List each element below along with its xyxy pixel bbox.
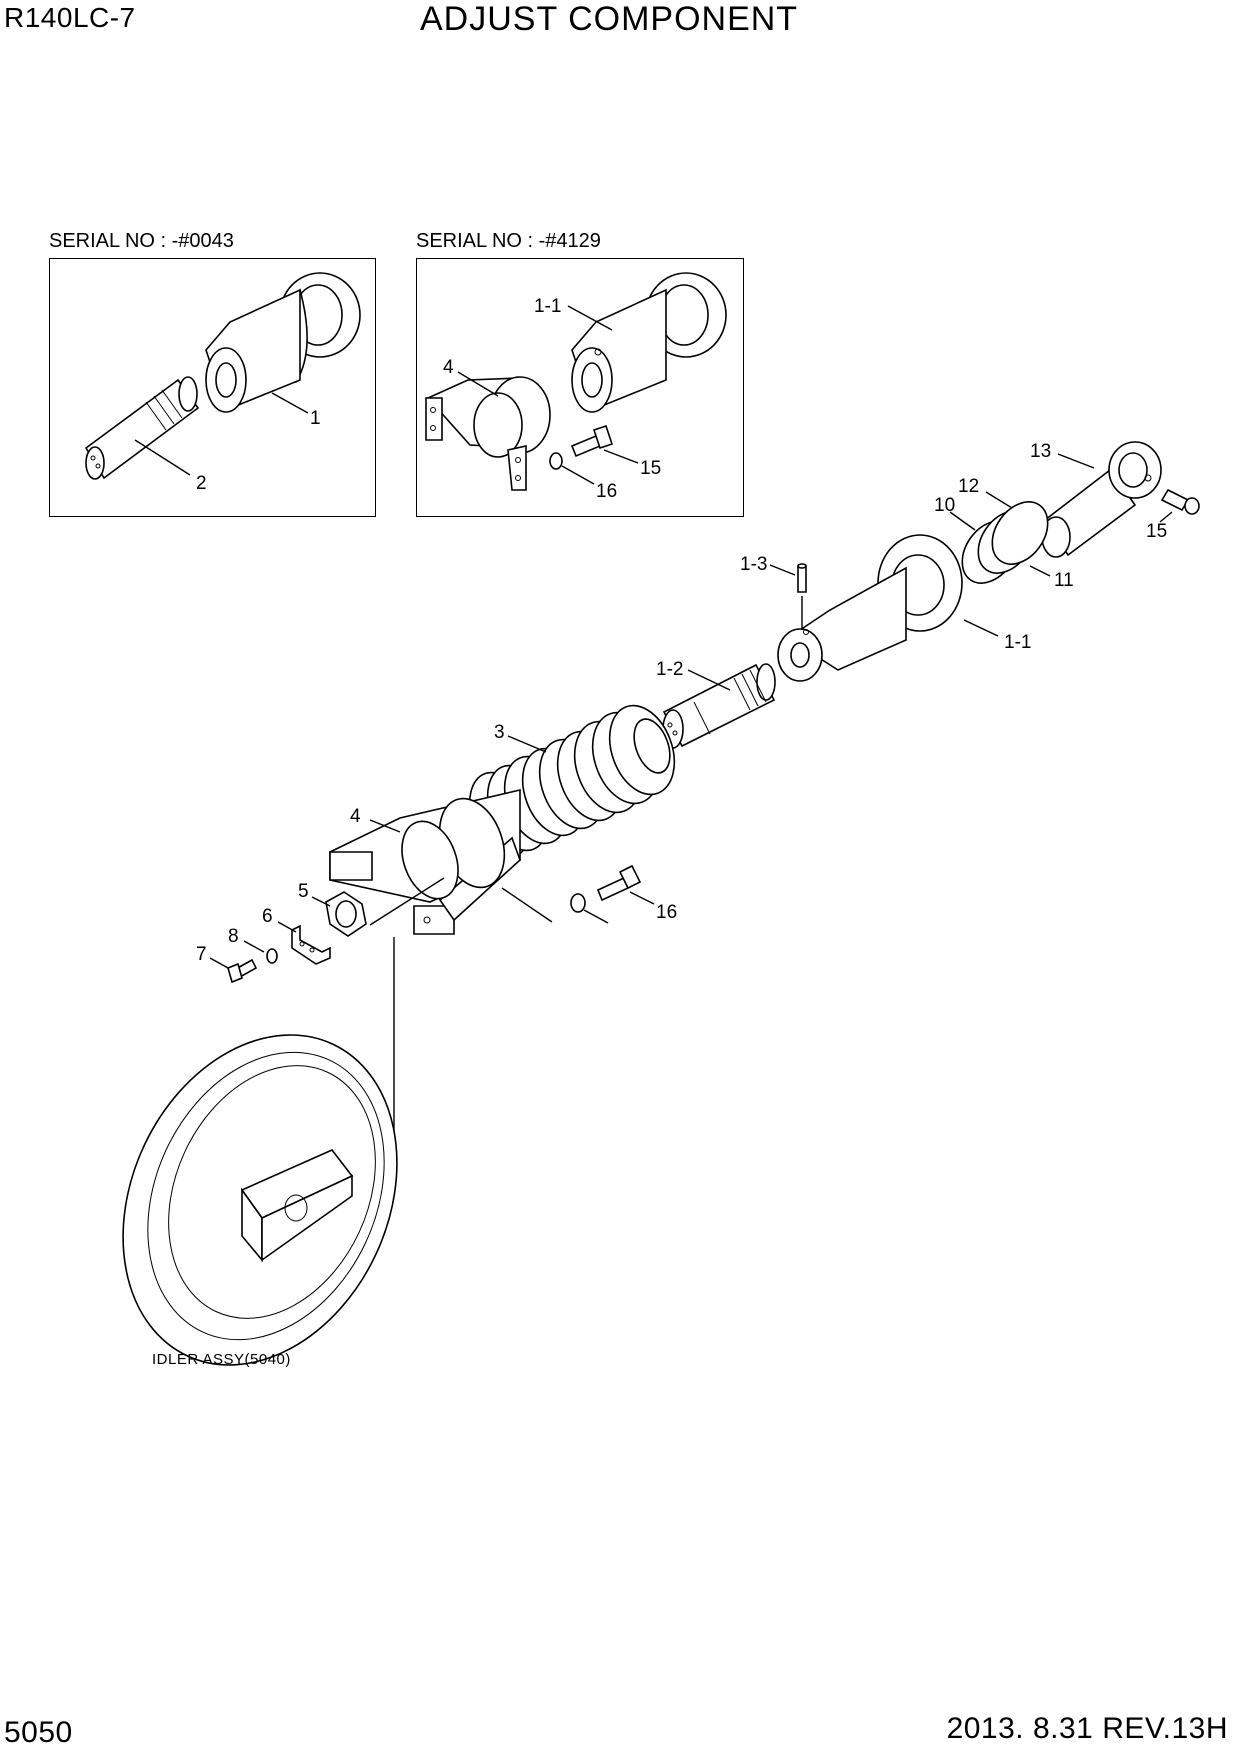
idler-wheel <box>122 1034 398 1366</box>
callout-13: 15 <box>1146 521 1167 542</box>
part-15-bolt <box>596 864 642 902</box>
inset-b-part-16-washer <box>549 452 563 470</box>
callout-1-3: 1-3 <box>740 554 767 575</box>
part-5-nut <box>325 891 367 937</box>
inset-a-serial: SERIAL NO : -#0043 <box>49 230 234 252</box>
callout-inset-b-15: 15 <box>640 458 661 479</box>
callout-5: 5 <box>298 881 309 902</box>
part-1-3-pin <box>797 563 807 593</box>
callout-15: 16 <box>656 902 677 923</box>
revision-date: 2013. 8.31 REV.13H <box>946 1712 1228 1745</box>
callout-3: 3 <box>494 722 505 743</box>
model-name: R140LC-7 <box>4 2 136 33</box>
inset-b-part-4 <box>425 376 551 491</box>
callout-11: 12 <box>958 476 979 497</box>
part-16-washer <box>570 893 586 913</box>
callout-4: 4 <box>350 806 361 827</box>
idler-assy-label: IDLER ASSY(5040) <box>152 1351 291 1368</box>
inset-a-frame <box>49 258 376 517</box>
callout-9: 10 <box>934 495 955 516</box>
callout-12: 13 <box>1030 441 1051 462</box>
callout-10: 11 <box>1054 570 1074 591</box>
part-1-1-cylinder <box>777 534 963 682</box>
part-8-washer <box>266 948 278 964</box>
inset-b-part-1-1 <box>571 272 727 413</box>
page-title: ADJUST COMPONENT <box>420 0 799 38</box>
callout-8: 8 <box>228 926 239 947</box>
callout-inset-b-1-1: 1-1 <box>534 296 561 317</box>
inset-a-part-2 <box>84 376 200 480</box>
inset-b-frame <box>416 258 744 517</box>
callout-7: 7 <box>196 944 207 965</box>
callout-inset-a-2: 2 <box>196 473 207 494</box>
part-12-grease-cylinder <box>1041 441 1162 558</box>
part-13-grease-valve <box>1160 488 1200 515</box>
callout-inset-b-16: 16 <box>596 481 617 502</box>
inset-a-part-1 <box>205 272 361 413</box>
page-number: 5050 <box>4 1716 73 1749</box>
part-4-yoke <box>329 788 521 935</box>
inset-b-part-15-bolt <box>570 424 614 458</box>
inset-b-serial: SERIAL NO : -#4129 <box>416 230 601 252</box>
callout-inset-b-4: 4 <box>443 357 454 378</box>
part-6-lock-plate <box>291 924 331 965</box>
callout-1-2: 1-2 <box>656 659 683 680</box>
callout-6: 6 <box>262 906 273 927</box>
part-11-ring <box>991 501 1049 565</box>
callout-1-1: 1-1 <box>1004 632 1031 653</box>
part-7-bolt <box>227 958 258 984</box>
callout-inset-a-1: 1 <box>310 408 321 429</box>
